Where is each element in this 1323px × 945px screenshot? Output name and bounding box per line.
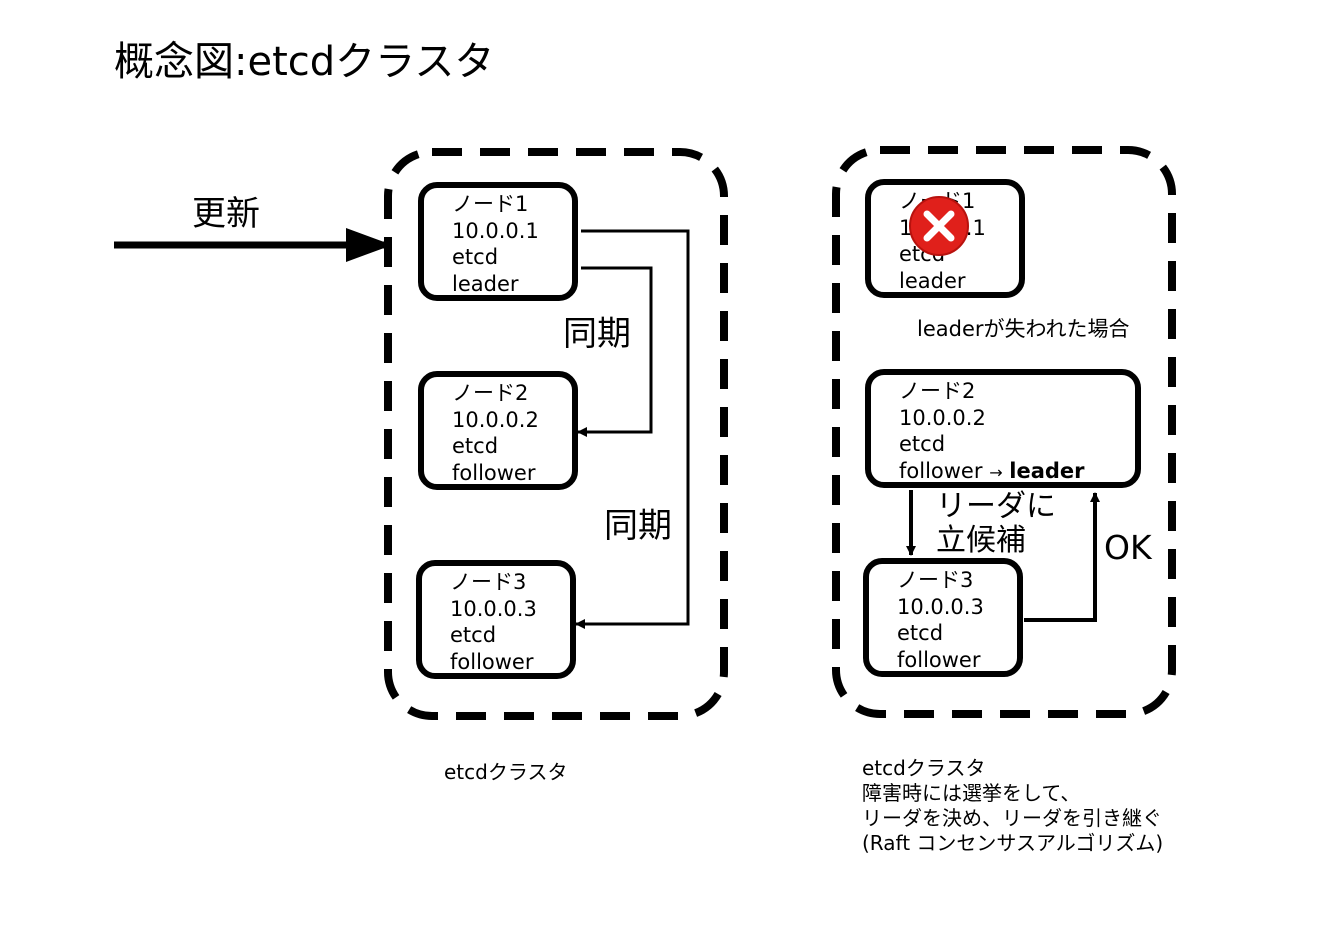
- ok-arrow: [1024, 492, 1100, 622]
- node-role: leader: [899, 268, 966, 293]
- role-arrow: →: [989, 462, 1003, 482]
- left-node2: ノード2 10.0.0.2 etcd follower: [452, 380, 539, 486]
- right-caption-line1: etcdクラスタ: [862, 756, 986, 780]
- node-service: etcd: [897, 621, 944, 645]
- right-node2: ノード2 10.0.0.2 etcd follower → leader: [899, 378, 1085, 484]
- role-to: leader: [1009, 458, 1085, 483]
- node-name: ノード2: [452, 381, 529, 405]
- node-role: leader: [452, 271, 519, 296]
- node-ip: 10.0.0.3: [897, 594, 984, 619]
- node-role: follower: [450, 649, 534, 674]
- node-name: ノード3: [450, 570, 527, 594]
- right-caption-line2: 障害時には選挙をして、: [862, 781, 1081, 805]
- node-role: follower: [897, 647, 981, 672]
- sync-label-2: 同期: [604, 506, 672, 546]
- right-node3: ノード3 10.0.0.3 etcd follower: [897, 567, 984, 673]
- right-node1-box: [865, 179, 1025, 298]
- node-ip: 10.0.0.3: [450, 596, 537, 621]
- node-role: follower: [452, 460, 536, 485]
- left-node2-box: [418, 371, 578, 490]
- sync-label-1: 同期: [563, 314, 631, 354]
- node-ip: 10.0.0.2: [452, 407, 539, 432]
- left-node3: ノード3 10.0.0.3 etcd follower: [450, 569, 537, 675]
- update-label: 更新: [192, 194, 260, 234]
- node-name: ノード3: [897, 568, 974, 592]
- left-caption: etcdクラスタ: [444, 760, 568, 784]
- right-caption: etcdクラスタ 障害時には選挙をして、 リーダを決め、リーダを引き継ぐ (Ra…: [862, 756, 1163, 856]
- node-name: ノード1: [452, 192, 529, 216]
- left-node3-box: [416, 560, 576, 679]
- node-role-transition: follower → leader: [899, 458, 1085, 485]
- node-service: etcd: [452, 434, 499, 458]
- candidate-label: リーダに 立候補: [936, 490, 1056, 558]
- ok-label: OK: [1104, 528, 1152, 567]
- page-title: 概念図:etcdクラスタ: [114, 39, 495, 85]
- role-from: follower: [899, 458, 983, 483]
- right-cluster-boundary: [832, 146, 1176, 718]
- sync-arrow-node3: [575, 229, 690, 629]
- right-caption-line4: (Raft コンセンサスアルゴリズム): [862, 831, 1164, 855]
- left-node1-box: [418, 182, 578, 301]
- failure-note: leaderが失われた場合: [917, 317, 1130, 341]
- node-service: etcd: [450, 623, 497, 647]
- right-node2-box: [865, 369, 1141, 488]
- right-node3-box: [863, 558, 1023, 677]
- node-service: etcd: [899, 432, 946, 456]
- left-cluster-boundary: [384, 148, 728, 720]
- sync-arrow-node2: [577, 266, 653, 437]
- node-service: etcd: [452, 245, 499, 269]
- candidate-line1: リーダに: [936, 489, 1056, 524]
- node-name: ノード2: [899, 379, 976, 403]
- left-node1: ノード1 10.0.0.1 etcd leader: [452, 191, 539, 297]
- candidate-line2: 立候補: [936, 523, 1026, 558]
- node-ip: 10.0.0.2: [899, 405, 986, 430]
- node-ip: 10.0.0.1: [452, 218, 539, 243]
- error-x-icon-overlay: [909, 196, 969, 256]
- right-caption-line3: リーダを決め、リーダを引き継ぐ: [862, 806, 1162, 830]
